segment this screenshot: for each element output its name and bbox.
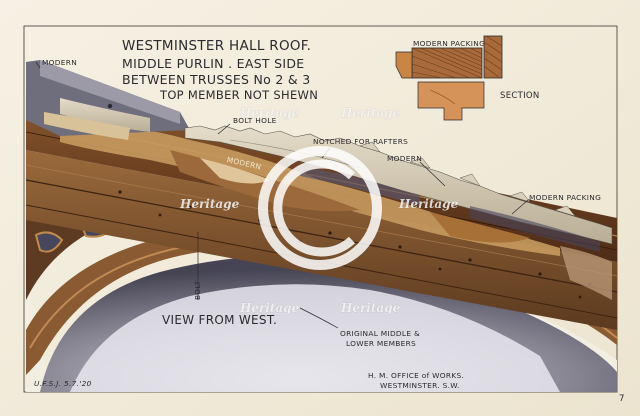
label-original-members-line-2: LOWER MEMBERS — [346, 339, 417, 348]
watermark-text: Heritage — [240, 106, 300, 120]
label-bolt-hole: BOLT HOLE — [233, 116, 277, 125]
label-modern-top-left: MODERN — [42, 58, 78, 67]
drawing-title-line-3: BETWEEN TRUSSES No 2 & 3 — [122, 72, 311, 87]
drawing-title-line-4: TOP MEMBER NOT SHEWN — [160, 88, 319, 102]
watermark-logo — [258, 146, 382, 270]
label-modern-packing-top: MODERN PACKING — [413, 39, 486, 48]
label-modern-right: MODERN — [387, 154, 423, 163]
label-office-line-1: H. M. OFFICE of WORKS. — [368, 371, 465, 380]
sheet-number: 7 — [619, 394, 625, 404]
label-modern-packing-right: MODERN PACKING — [529, 193, 602, 202]
label-notched-for-rafters: NOTCHED FOR RAFTERS — [313, 137, 409, 146]
drawing-title-line-1: WESTMINSTER HALL ROOF. — [122, 38, 312, 54]
watermark-text: Heritage — [341, 301, 401, 315]
drawing-title-line-2: MIDDLE PURLIN . EAST SIDE — [122, 56, 305, 71]
label-original-members-line-1: ORIGINAL MIDDLE & — [340, 329, 421, 338]
watermark-text: Heritage — [240, 301, 300, 315]
label-initials-date: U.F.S.J. 5.7.'20 — [34, 379, 92, 388]
watermark-text: Heritage — [341, 106, 401, 120]
label-office-line-2: WESTMINSTER. S.W. — [380, 381, 460, 390]
watermark-text: Heritage — [399, 197, 459, 211]
label-bolt: BOLT — [193, 280, 202, 300]
section-drawing — [395, 35, 503, 121]
watermark-text: Heritage — [180, 197, 240, 211]
label-view-from-west: VIEW FROM WEST. — [162, 313, 278, 327]
label-section: SECTION — [500, 91, 540, 101]
